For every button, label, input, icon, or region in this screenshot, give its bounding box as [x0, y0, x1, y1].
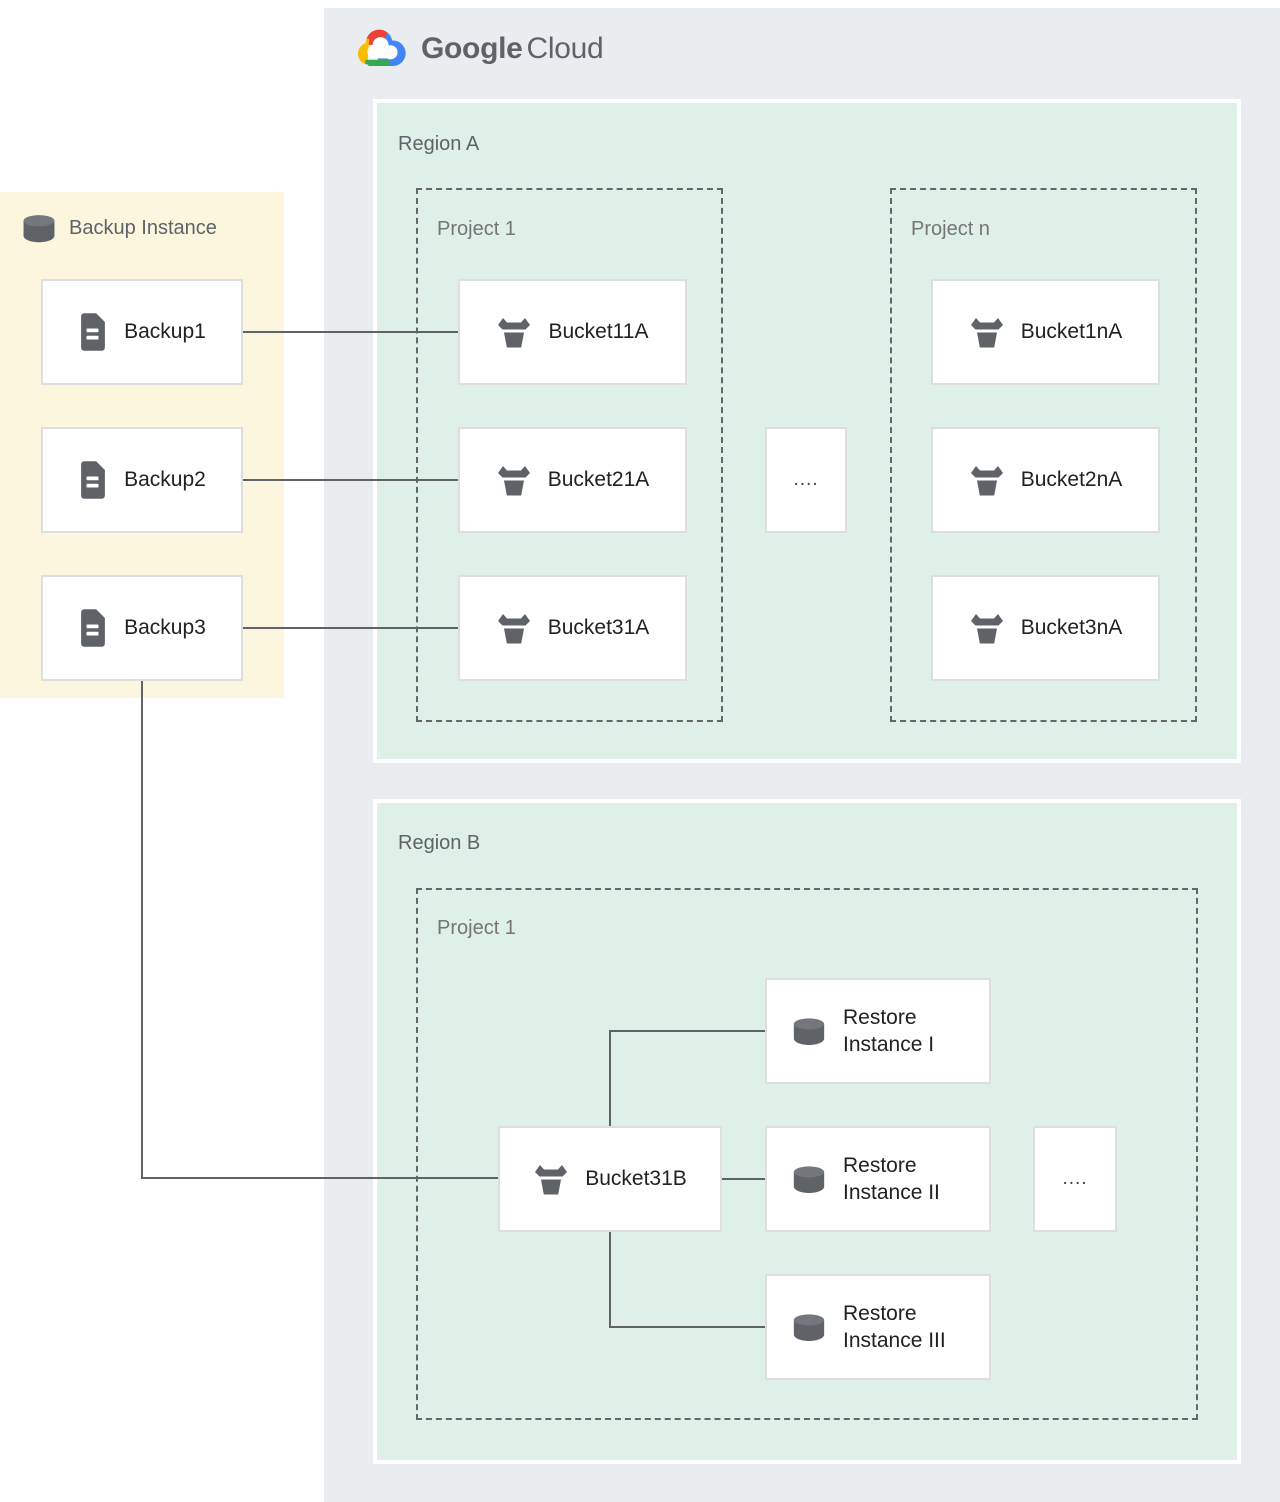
connector-backup3-bucket31b — [141, 1177, 498, 1179]
bucket21a-label: Bucket21A — [547, 468, 650, 492]
bucket11a-node: Bucket11A — [458, 279, 687, 385]
bucket-icon — [497, 466, 530, 496]
region-b-label: Region B — [398, 832, 481, 854]
connector-bucket31b-restore2 — [722, 1178, 765, 1180]
connector-backup2-bucket21a — [243, 479, 458, 481]
connector-bucket31b-restore3 — [609, 1326, 765, 1328]
bucket1na-node: Bucket1nA — [931, 279, 1160, 385]
connector-backup1-bucket11a — [243, 331, 458, 333]
restore-instance-2-label: Restore Instance II — [843, 1153, 940, 1204]
bucket-icon — [970, 318, 1003, 348]
bucket21a-node: Bucket21A — [458, 427, 687, 533]
restore-instance-1-label: Restore Instance I — [843, 1005, 935, 1056]
connector-backup3-bucket31a — [243, 627, 458, 629]
restore-instance-3-node: Restore Instance III — [765, 1274, 991, 1380]
bucket-icon — [970, 466, 1003, 496]
bucket3na-node: Bucket3nA — [931, 575, 1160, 681]
logo-google-text: Google — [421, 31, 523, 65]
bucket31b-node: Bucket31B — [498, 1126, 722, 1232]
bucket31a-label: Bucket31A — [547, 616, 650, 640]
google-cloud-icon — [357, 29, 406, 67]
ellipsis-label: .... — [793, 469, 819, 490]
restore-instance-1-node: Restore Instance I — [765, 978, 991, 1084]
bucket2na-label: Bucket2nA — [1020, 468, 1123, 492]
backup3-node: Backup3 — [41, 575, 243, 681]
project-1-region-a — [416, 188, 723, 722]
database-icon — [793, 1165, 825, 1193]
backup1-label: Backup1 — [124, 320, 206, 344]
more-projects-node: .... — [765, 427, 847, 533]
bucket-icon — [970, 614, 1003, 644]
bucket31b-label: Bucket31B — [585, 1167, 687, 1191]
more-restores-node: .... — [1033, 1126, 1117, 1232]
bucket3na-label: Bucket3nA — [1020, 616, 1123, 640]
backup3-label: Backup3 — [124, 616, 206, 640]
project-1-region-b-label: Project 1 — [437, 917, 516, 939]
connector-bucket31b-down — [609, 1232, 611, 1327]
document-icon — [81, 609, 105, 647]
logo-cloud-text: Cloud — [526, 31, 604, 65]
project-1-region-b — [416, 888, 1198, 1420]
backup-instance-header: Backup Instance — [20, 214, 217, 243]
database-icon — [793, 1017, 825, 1045]
bucket-icon — [497, 614, 530, 644]
backup2-node: Backup2 — [41, 427, 243, 533]
bucket-icon — [535, 1165, 568, 1195]
ellipsis-label: .... — [1062, 1168, 1088, 1189]
document-icon — [81, 313, 105, 351]
project-n-region-a-label: Project n — [911, 218, 990, 240]
bucket-icon — [498, 318, 531, 348]
connector-bucket31b-up — [609, 1030, 611, 1126]
bucket1na-label: Bucket1nA — [1020, 320, 1123, 344]
connector-backup3-down — [141, 681, 143, 1179]
bucket11a-label: Bucket11A — [548, 320, 649, 344]
restore-instance-2-node: Restore Instance II — [765, 1126, 991, 1232]
region-a-label: Region A — [398, 133, 480, 155]
bucket2na-node: Bucket2nA — [931, 427, 1160, 533]
bucket31a-node: Bucket31A — [458, 575, 687, 681]
backup1-node: Backup1 — [41, 279, 243, 385]
restore-instance-3-label: Restore Instance III — [843, 1301, 946, 1352]
database-icon — [23, 215, 55, 243]
project-1-region-a-label: Project 1 — [437, 218, 516, 240]
project-n-region-a — [890, 188, 1197, 722]
document-icon — [81, 461, 105, 499]
backup2-label: Backup2 — [124, 468, 206, 492]
database-icon — [793, 1313, 825, 1341]
backup-instance-title: Backup Instance — [69, 217, 217, 239]
connector-bucket31b-restore1 — [609, 1030, 765, 1032]
